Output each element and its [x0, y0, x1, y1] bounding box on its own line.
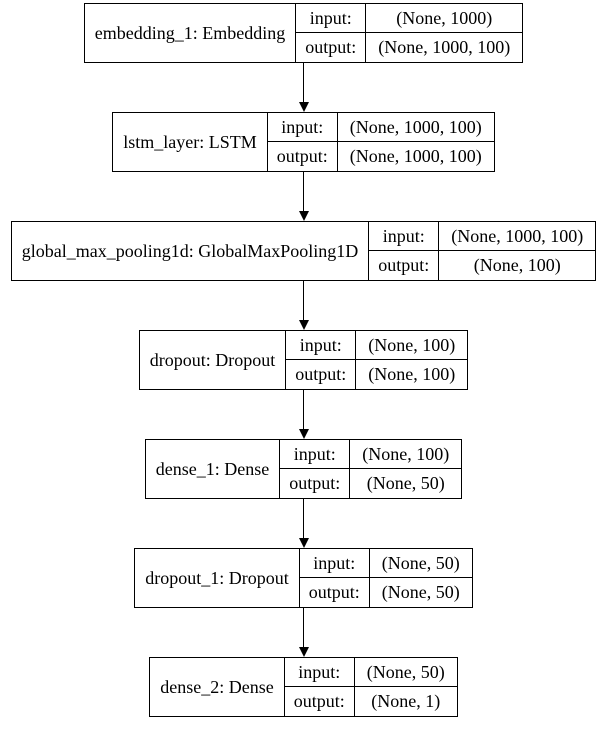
- output-label: output:: [368, 251, 438, 280]
- output-label: output:: [266, 142, 337, 171]
- input-shape: (None, 50): [368, 549, 472, 578]
- arrow-head-icon: [298, 211, 309, 221]
- layer-name: dropout_1: Dropout: [145, 567, 289, 588]
- output-label: output:: [298, 578, 369, 607]
- layer-name: dropout: Dropout: [149, 349, 276, 370]
- input-label: input:: [266, 113, 337, 142]
- output-shape: (None, 100): [438, 251, 595, 280]
- layer-io-table: input: (None, 50) output: (None, 1): [283, 658, 457, 716]
- arrow-head-icon: [298, 429, 309, 439]
- layer-node: lstm_layer: LSTM input: (None, 1000, 100…: [112, 112, 495, 172]
- layer-name: embedding_1: Embedding: [94, 22, 286, 43]
- layer-name: global_max_pooling1d: GlobalMaxPooling1D: [21, 240, 359, 261]
- arrow-line: [302, 281, 305, 320]
- layer-io-table: input: (None, 1000, 100) output: (None, …: [266, 113, 494, 171]
- arrow-line: [302, 499, 305, 538]
- input-shape: (None, 100): [349, 440, 462, 469]
- output-shape: (None, 1000, 100): [336, 142, 494, 171]
- input-label: input:: [285, 331, 356, 360]
- output-shape: (None, 50): [349, 469, 461, 498]
- arrow-head-icon: [298, 320, 309, 330]
- output-label: output:: [295, 33, 365, 62]
- layer-io-table: input: (None, 1000, 100) output: (None, …: [368, 222, 596, 280]
- output-shape: (None, 1000, 100): [365, 33, 522, 62]
- layer-node: embedding_1: Embedding input: (None, 100…: [83, 3, 524, 63]
- layer-node: dropout_1: Dropout input: (None, 50) out…: [134, 548, 473, 608]
- arrow-head-icon: [298, 538, 309, 548]
- output-label: output:: [285, 360, 355, 389]
- arrow-head-icon: [298, 647, 309, 657]
- layer-node: dropout: Dropout input: (None, 100) outp…: [138, 330, 469, 390]
- layer-node: global_max_pooling1d: GlobalMaxPooling1D…: [10, 221, 597, 281]
- layer-name: lstm_layer: LSTM: [123, 131, 257, 152]
- input-shape: (None, 100): [355, 331, 468, 360]
- arrow-head-icon: [298, 102, 309, 112]
- arrow-line: [302, 390, 305, 429]
- edge-arrow: [298, 63, 309, 112]
- layer-node: dense_2: Dense input: (None, 50) output:…: [149, 657, 458, 717]
- input-shape: (None, 50): [353, 658, 457, 687]
- input-label: input:: [279, 440, 350, 469]
- layer-io-table: input: (None, 1000) output: (None, 1000,…: [295, 4, 523, 62]
- arrow-line: [302, 608, 305, 647]
- edge-arrow: [298, 608, 309, 657]
- edge-arrow: [298, 499, 309, 548]
- layer-name: dense_1: Dense: [155, 458, 270, 479]
- layer-name: dense_2: Dense: [160, 676, 274, 697]
- layer-io-table: input: (None, 50) output: (None, 50): [298, 549, 472, 607]
- output-shape: (None, 100): [355, 360, 467, 389]
- edge-arrow: [298, 390, 309, 439]
- input-label: input:: [368, 222, 439, 251]
- output-shape: (None, 50): [368, 578, 472, 607]
- arrow-line: [302, 63, 305, 102]
- input-label: input:: [283, 658, 354, 687]
- layer-io-table: input: (None, 100) output: (None, 50): [279, 440, 462, 498]
- arrow-line: [302, 172, 305, 211]
- layer-node: dense_1: Dense input: (None, 100) output…: [144, 439, 463, 499]
- output-shape: (None, 1): [353, 687, 457, 716]
- input-label: input:: [295, 4, 366, 33]
- output-label: output:: [283, 687, 354, 716]
- layer-io-table: input: (None, 100) output: (None, 100): [285, 331, 468, 389]
- edge-arrow: [298, 172, 309, 221]
- input-shape: (None, 1000, 100): [336, 113, 494, 142]
- output-label: output:: [279, 469, 349, 498]
- edge-arrow: [298, 281, 309, 330]
- input-label: input:: [298, 549, 369, 578]
- input-shape: (None, 1000, 100): [438, 222, 596, 251]
- input-shape: (None, 1000): [365, 4, 523, 33]
